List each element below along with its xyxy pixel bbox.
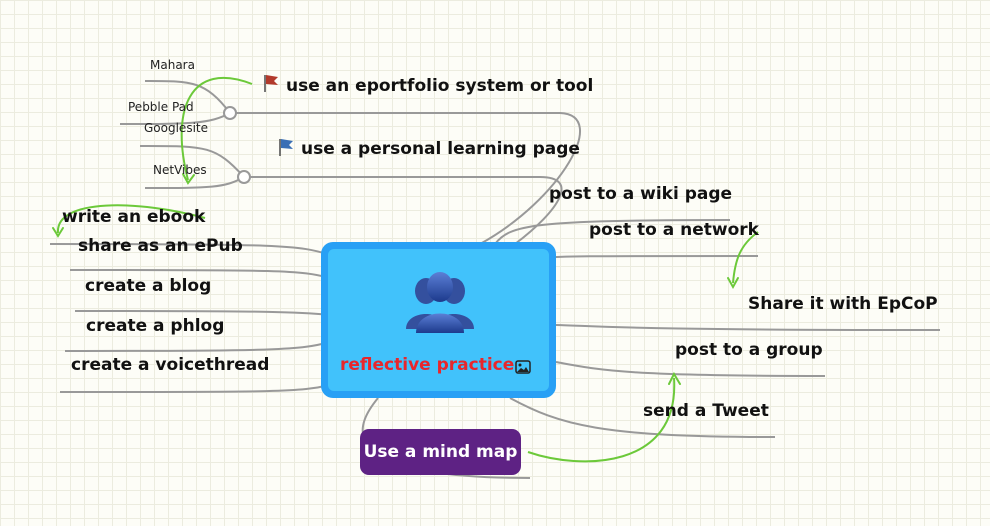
central-topic[interactable]: reflective practice [321, 242, 556, 398]
image-icon[interactable] [515, 360, 531, 374]
subtopic-googlesite[interactable]: Googlesite [144, 121, 208, 135]
people-group-icon [406, 272, 474, 333]
connector-netvibes [144, 176, 245, 189]
relationship-arrow-network [732, 231, 759, 284]
connector-pebble [119, 112, 231, 125]
subtopic-netvibes[interactable]: NetVibes [153, 163, 207, 177]
connector-epub [69, 269, 331, 279]
connector-network [539, 255, 759, 259]
blue-flag-icon [279, 139, 293, 156]
relationship-arrow-mindmap [527, 377, 676, 463]
connector-eportfolio [236, 112, 581, 245]
central-topic-body: reflective practice [328, 249, 549, 391]
arrowhead-ebook [52, 227, 64, 238]
topic-personal-learning-page[interactable]: use a personal learning page [301, 139, 580, 159]
topic-eportfolio[interactable]: use an eportfolio system or tool [286, 76, 594, 96]
connector-googlesite [139, 144, 245, 178]
topic-write-ebook[interactable]: write an ebook [62, 207, 206, 227]
topic-post-network[interactable]: post to a network [589, 220, 759, 240]
topic-create-voicethread[interactable]: create a voicethread [71, 355, 270, 375]
subtopic-mahara[interactable]: Mahara [150, 58, 195, 72]
arrowhead-eportfolio [182, 173, 195, 185]
connector-wiki [494, 219, 731, 245]
topic-create-blog[interactable]: create a blog [85, 276, 212, 296]
collapse-node-personal-page [237, 170, 251, 184]
connector-group [555, 361, 826, 377]
subtopic-pebble-pad[interactable]: Pebble Pad [128, 100, 194, 114]
topic-post-group[interactable]: post to a group [675, 340, 823, 360]
relationship-arrow-eportfolio [180, 77, 253, 181]
connector-ebook [49, 243, 331, 256]
connector-tweet [509, 397, 776, 438]
connector-epcop [555, 324, 941, 331]
connector-blog [74, 310, 331, 316]
central-topic-title: reflective practice [340, 355, 515, 375]
connector-personal-page [250, 176, 563, 245]
topic-create-phlog[interactable]: create a phlog [86, 316, 225, 336]
arrowhead-mindmap [668, 371, 681, 385]
connector-voicethread [59, 384, 331, 393]
connector-mahara [144, 79, 231, 114]
topic-use-mind-map-label: Use a mind map [363, 442, 518, 462]
connector-phlog [64, 341, 331, 352]
topic-share-epub[interactable]: share as an ePub [78, 236, 243, 256]
topic-send-tweet[interactable]: send a Tweet [643, 401, 769, 421]
collapse-node-eportfolio [223, 106, 237, 120]
red-flag-icon [264, 75, 278, 92]
topic-use-mind-map[interactable]: Use a mind map [360, 429, 521, 475]
relationship-arrow-ebook [56, 204, 206, 234]
topic-post-wiki[interactable]: post to a wiki page [549, 184, 733, 204]
arrowhead-network [727, 277, 739, 290]
topic-share-epcop[interactable]: Share it with EpCoP [748, 294, 938, 314]
